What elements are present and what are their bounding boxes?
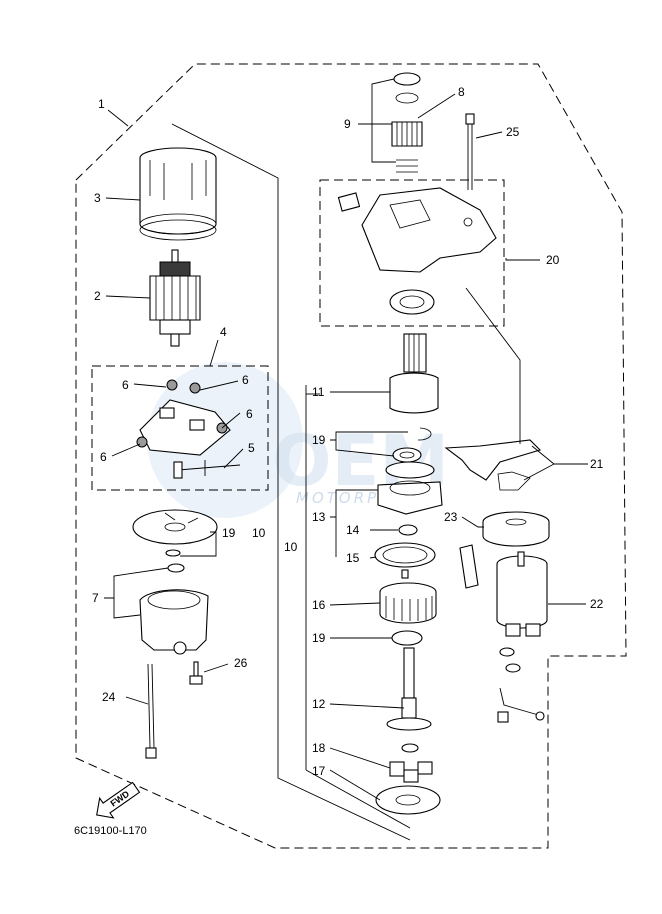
callout-8: 8	[458, 85, 465, 99]
callout-19-left: 19	[222, 526, 236, 540]
callout-10-right: 10	[284, 540, 298, 554]
planet-gears-part	[389, 743, 433, 783]
callout-10-left: 10	[252, 526, 266, 540]
callout-17: 17	[312, 764, 326, 778]
terminal-parts	[497, 647, 545, 723]
callout-21: 21	[590, 457, 604, 471]
callout-22: 22	[590, 597, 604, 611]
callout-26: 26	[234, 656, 248, 670]
brush-holder-part	[136, 379, 241, 479]
callout-4: 4	[220, 325, 227, 339]
callout-15: 15	[346, 551, 360, 565]
callout-19-mid: 19	[312, 433, 326, 447]
screw-part	[189, 661, 203, 685]
housing-box	[319, 179, 505, 327]
internal-gear-part	[379, 582, 437, 624]
through-bolt-part	[145, 663, 157, 759]
callout-6c: 6	[246, 407, 253, 421]
callout-16: 16	[312, 598, 326, 612]
brush-holder-box	[91, 365, 269, 491]
callout-labels: 1 3 2 4 6 6 6 6 5 19 10 7 26 24 9 8 25 2…	[92, 85, 604, 778]
callout-25: 25	[506, 125, 520, 139]
end-plate-part	[132, 509, 218, 557]
bearing-14-part	[398, 524, 418, 536]
ring-15-part	[374, 542, 436, 579]
shaft-part	[386, 647, 432, 731]
callout-14: 14	[346, 523, 360, 537]
callout-13: 13	[312, 510, 326, 524]
callout-24: 24	[102, 690, 116, 704]
clutch-part	[389, 333, 439, 414]
callout-6b: 6	[242, 373, 249, 387]
callout-6d: 6	[100, 450, 107, 464]
assembly-1-boundary	[75, 63, 627, 849]
gasket-part	[459, 544, 479, 589]
armature-part	[149, 249, 201, 347]
callout-3: 3	[94, 191, 101, 205]
bolt-25-part	[465, 113, 475, 190]
callout-12: 12	[312, 697, 326, 711]
callout-20: 20	[546, 253, 560, 267]
base-plate-part	[375, 785, 441, 815]
yoke-part	[139, 147, 217, 241]
callout-11: 11	[312, 385, 325, 399]
solenoid-part	[496, 551, 548, 637]
rear-cover-part	[139, 563, 209, 655]
washer-19-part	[391, 630, 423, 646]
callout-19-low: 19	[312, 631, 326, 645]
lever-part	[444, 439, 542, 491]
bracket-line-1	[171, 123, 411, 841]
callout-2: 2	[94, 289, 101, 303]
plunger-cap-part	[482, 511, 550, 547]
leader-lines	[104, 78, 588, 801]
callout-23: 23	[444, 510, 458, 524]
diagram-code: 6C19100-L170	[74, 825, 147, 837]
callout-18: 18	[312, 741, 326, 755]
front-housing-part	[337, 187, 497, 315]
callout-9: 9	[344, 117, 351, 131]
callout-5: 5	[248, 441, 255, 455]
callout-6a: 6	[122, 378, 129, 392]
callout-1: 1	[98, 97, 105, 111]
bracket-tick	[305, 769, 411, 829]
gear-carrier-part	[377, 461, 443, 515]
pinion-stack-part	[391, 72, 423, 173]
callout-7: 7	[92, 591, 99, 605]
